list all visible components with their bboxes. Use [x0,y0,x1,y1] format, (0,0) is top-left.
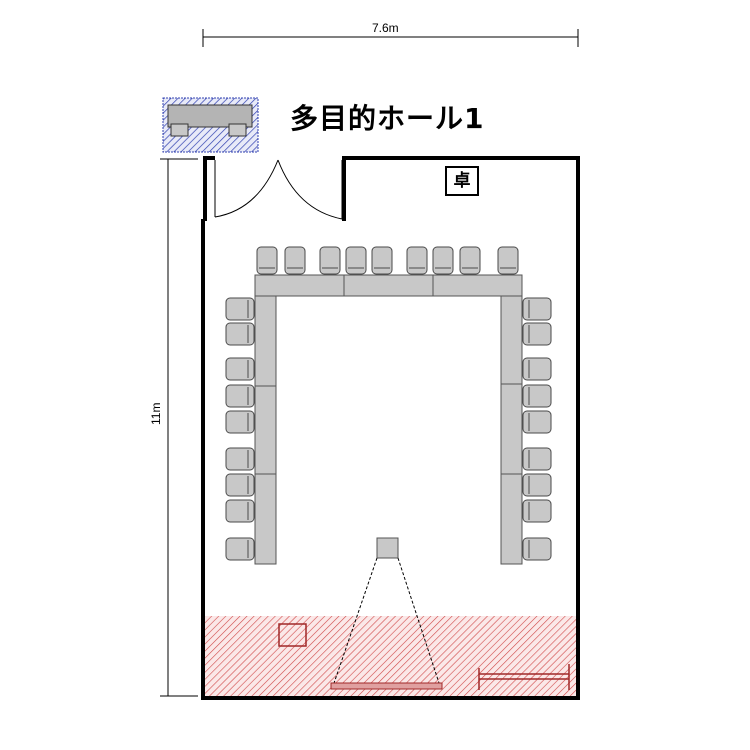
chair-icon [225,410,255,434]
chair-icon [522,410,552,434]
chair-icon [522,473,552,497]
chair-icon [225,297,255,321]
chair-icon [522,499,552,523]
chair-icon [497,246,519,275]
chair-icon [522,297,552,321]
table [500,295,523,385]
table [343,274,434,297]
chair-icon [225,322,255,346]
table [432,274,523,297]
chairs-top-row [256,246,519,275]
chair-icon [225,473,255,497]
walls [201,156,580,700]
double-swing-door-icon [214,159,343,220]
chair-icon [371,246,393,275]
chair-icon [522,322,552,346]
chair-icon [225,357,255,381]
table [254,473,277,565]
storage-cart [162,97,259,153]
table [254,274,345,297]
podium-box [445,166,479,196]
table [500,473,523,565]
chair-icon [225,384,255,408]
chairs-left-column [225,297,255,561]
width-dimension-line [202,29,579,47]
stage-rail [478,664,570,690]
chair-icon [256,246,278,275]
room-title: 多目的ホール1 [290,102,485,135]
chair-icon [225,537,255,561]
stage-box [278,623,307,647]
chairs-right-column [522,297,552,561]
table [500,383,523,475]
table-top-row [254,274,523,297]
height-dimension-line [160,158,198,697]
chair-icon [522,447,552,471]
chair-icon [432,246,454,275]
chair-icon [459,246,481,275]
chair-icon [522,357,552,381]
chair-icon [284,246,306,275]
chair-icon [225,447,255,471]
chair-icon [345,246,367,275]
chair-icon [406,246,428,275]
projection-screen-icon [330,682,443,690]
table [254,295,277,387]
height-dimension-label: 11m [149,402,163,425]
chair-icon [522,384,552,408]
podium-label: 卓 [453,171,471,191]
table-right-column [500,295,523,565]
chair-icon [225,499,255,523]
projector-icon [376,537,399,559]
table-left-column [254,295,277,565]
chair-icon [319,246,341,275]
width-dimension-label: 7.6m [372,21,399,35]
chair-icon [522,537,552,561]
table [254,385,277,475]
